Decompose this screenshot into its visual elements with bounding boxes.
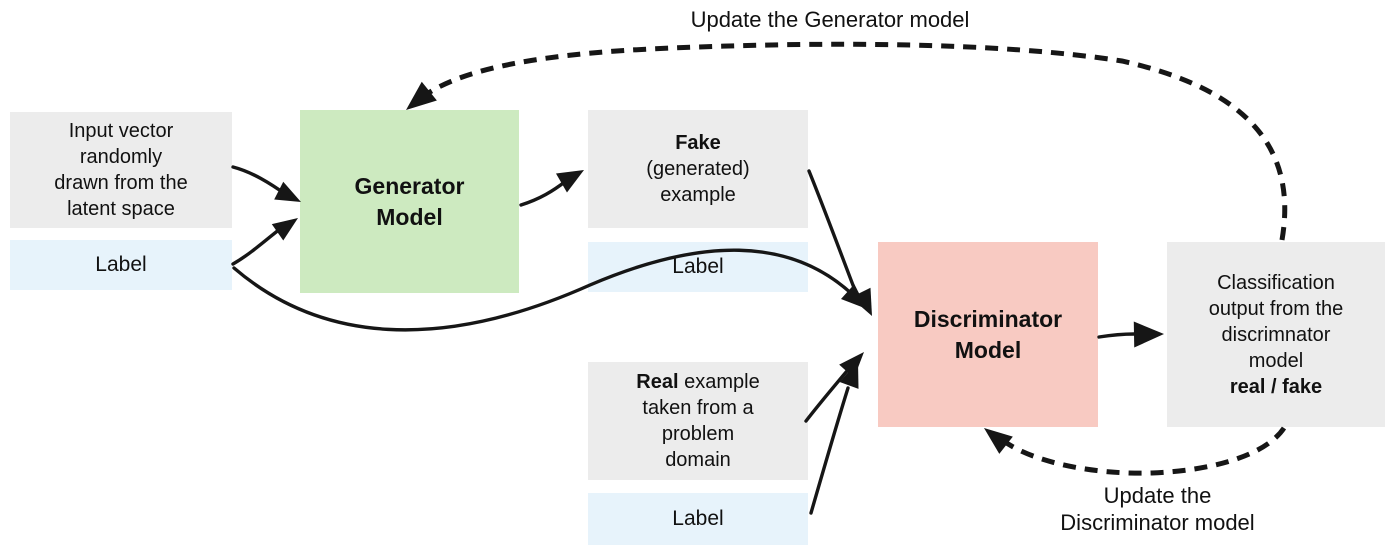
- arrow-generator-to-fake: [519, 170, 584, 207]
- input-vector-box: Input vector randomly drawn from the lat…: [10, 112, 232, 228]
- real-example-line1: Real example: [636, 369, 759, 395]
- arrow-label-to-generator: [231, 218, 298, 266]
- discriminator-model-title: Discriminator Model: [913, 305, 1063, 363]
- input-label-box: Label: [10, 240, 232, 290]
- input-label-text: Label: [95, 253, 147, 276]
- arrow-real-label-to-discriminator: [809, 361, 859, 515]
- dashed-arrow-update-generator: [406, 41, 1288, 241]
- real-example-after-bold: example: [678, 371, 760, 393]
- update-generator-caption: Update the Generator model: [690, 7, 970, 32]
- generator-model-box: Generator Model: [300, 110, 519, 293]
- discriminator-model-box: Discriminator Model: [878, 242, 1098, 427]
- fake-example-bold: Fake: [675, 132, 721, 154]
- arrow-fake-to-discriminator: [807, 169, 872, 316]
- fake-example-text: (generated) example: [646, 158, 750, 206]
- real-example-text: taken from a problem domain: [642, 397, 754, 471]
- real-example-bold: Real: [636, 371, 679, 393]
- fake-example-box: Fake (generated) example: [588, 110, 808, 228]
- dashed-arrow-update-discriminator: [984, 426, 1287, 476]
- arrow-input-to-generator: [231, 165, 301, 202]
- arrow-real-to-discriminator: [804, 352, 864, 423]
- real-label-box: Label: [588, 493, 808, 545]
- arrow-discriminator-to-classification: [1097, 321, 1164, 348]
- real-label-text: Label: [672, 507, 724, 530]
- generator-model-title: Generator Model: [354, 172, 465, 230]
- input-vector-text: Input vector randomly drawn from the lat…: [54, 120, 188, 220]
- update-discriminator-caption: Update the Discriminator model: [1060, 483, 1255, 535]
- fake-label-text: Label: [672, 255, 724, 278]
- classification-output-bold: real / fake: [1229, 375, 1323, 398]
- fake-label-box: Label: [588, 242, 808, 292]
- classification-output-text: Classification output from the discrimna…: [1208, 271, 1344, 372]
- real-example-box: Real example taken from a problem domain: [588, 362, 808, 480]
- classification-output-box: Classification output from the discrimna…: [1167, 242, 1385, 427]
